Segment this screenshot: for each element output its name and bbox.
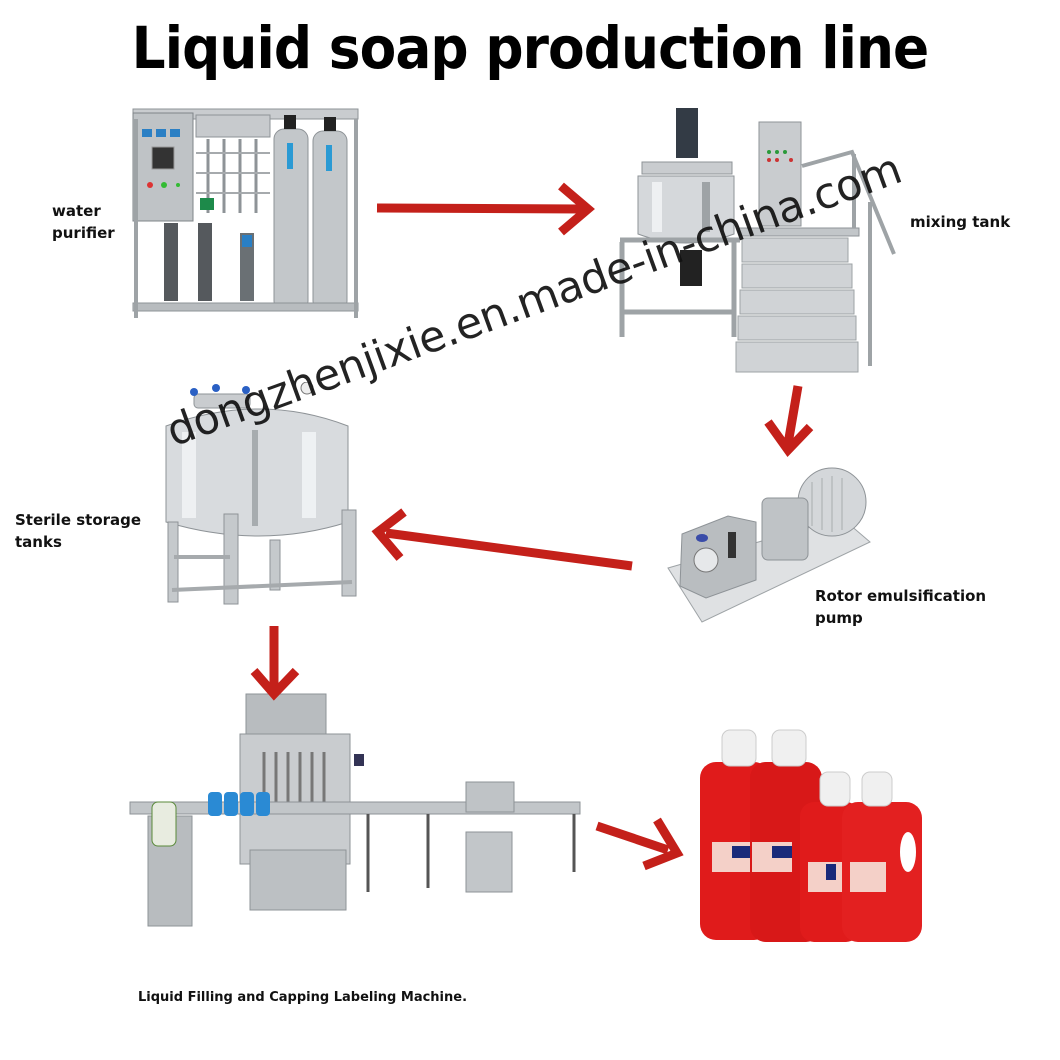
finished-product-bottles-image [692,722,930,947]
arrow-pump-to-storage [371,508,633,571]
arrow-purifier-to-mixing [376,182,595,236]
bottle-small-2 [842,771,922,942]
arrow-storage-to-filling [250,626,300,701]
water-purifier-image [128,103,373,325]
label-sterile-storage-tanks: Sterile storage tanks [15,511,142,551]
page-title: Liquid soap production line [131,14,930,82]
arrow-mixing-to-pump [764,385,814,458]
label-rotor-emulsification-pump: Rotor emulsification pump [815,587,987,627]
label-mixing-tank: mixing tank [910,213,1011,231]
label-filling-capping-labeling-machine: Liquid Filling and Capping Labeling Mach… [138,990,468,1005]
arrow-filling-to-bottles [595,817,684,871]
sterile-storage-tank-image [152,382,367,607]
filling-capping-labeling-machine-image [128,692,586,947]
label-water-purifier: water purifier [52,202,115,242]
rotor-emulsification-pump-image [662,462,877,630]
mixing-tank-image [612,102,900,380]
